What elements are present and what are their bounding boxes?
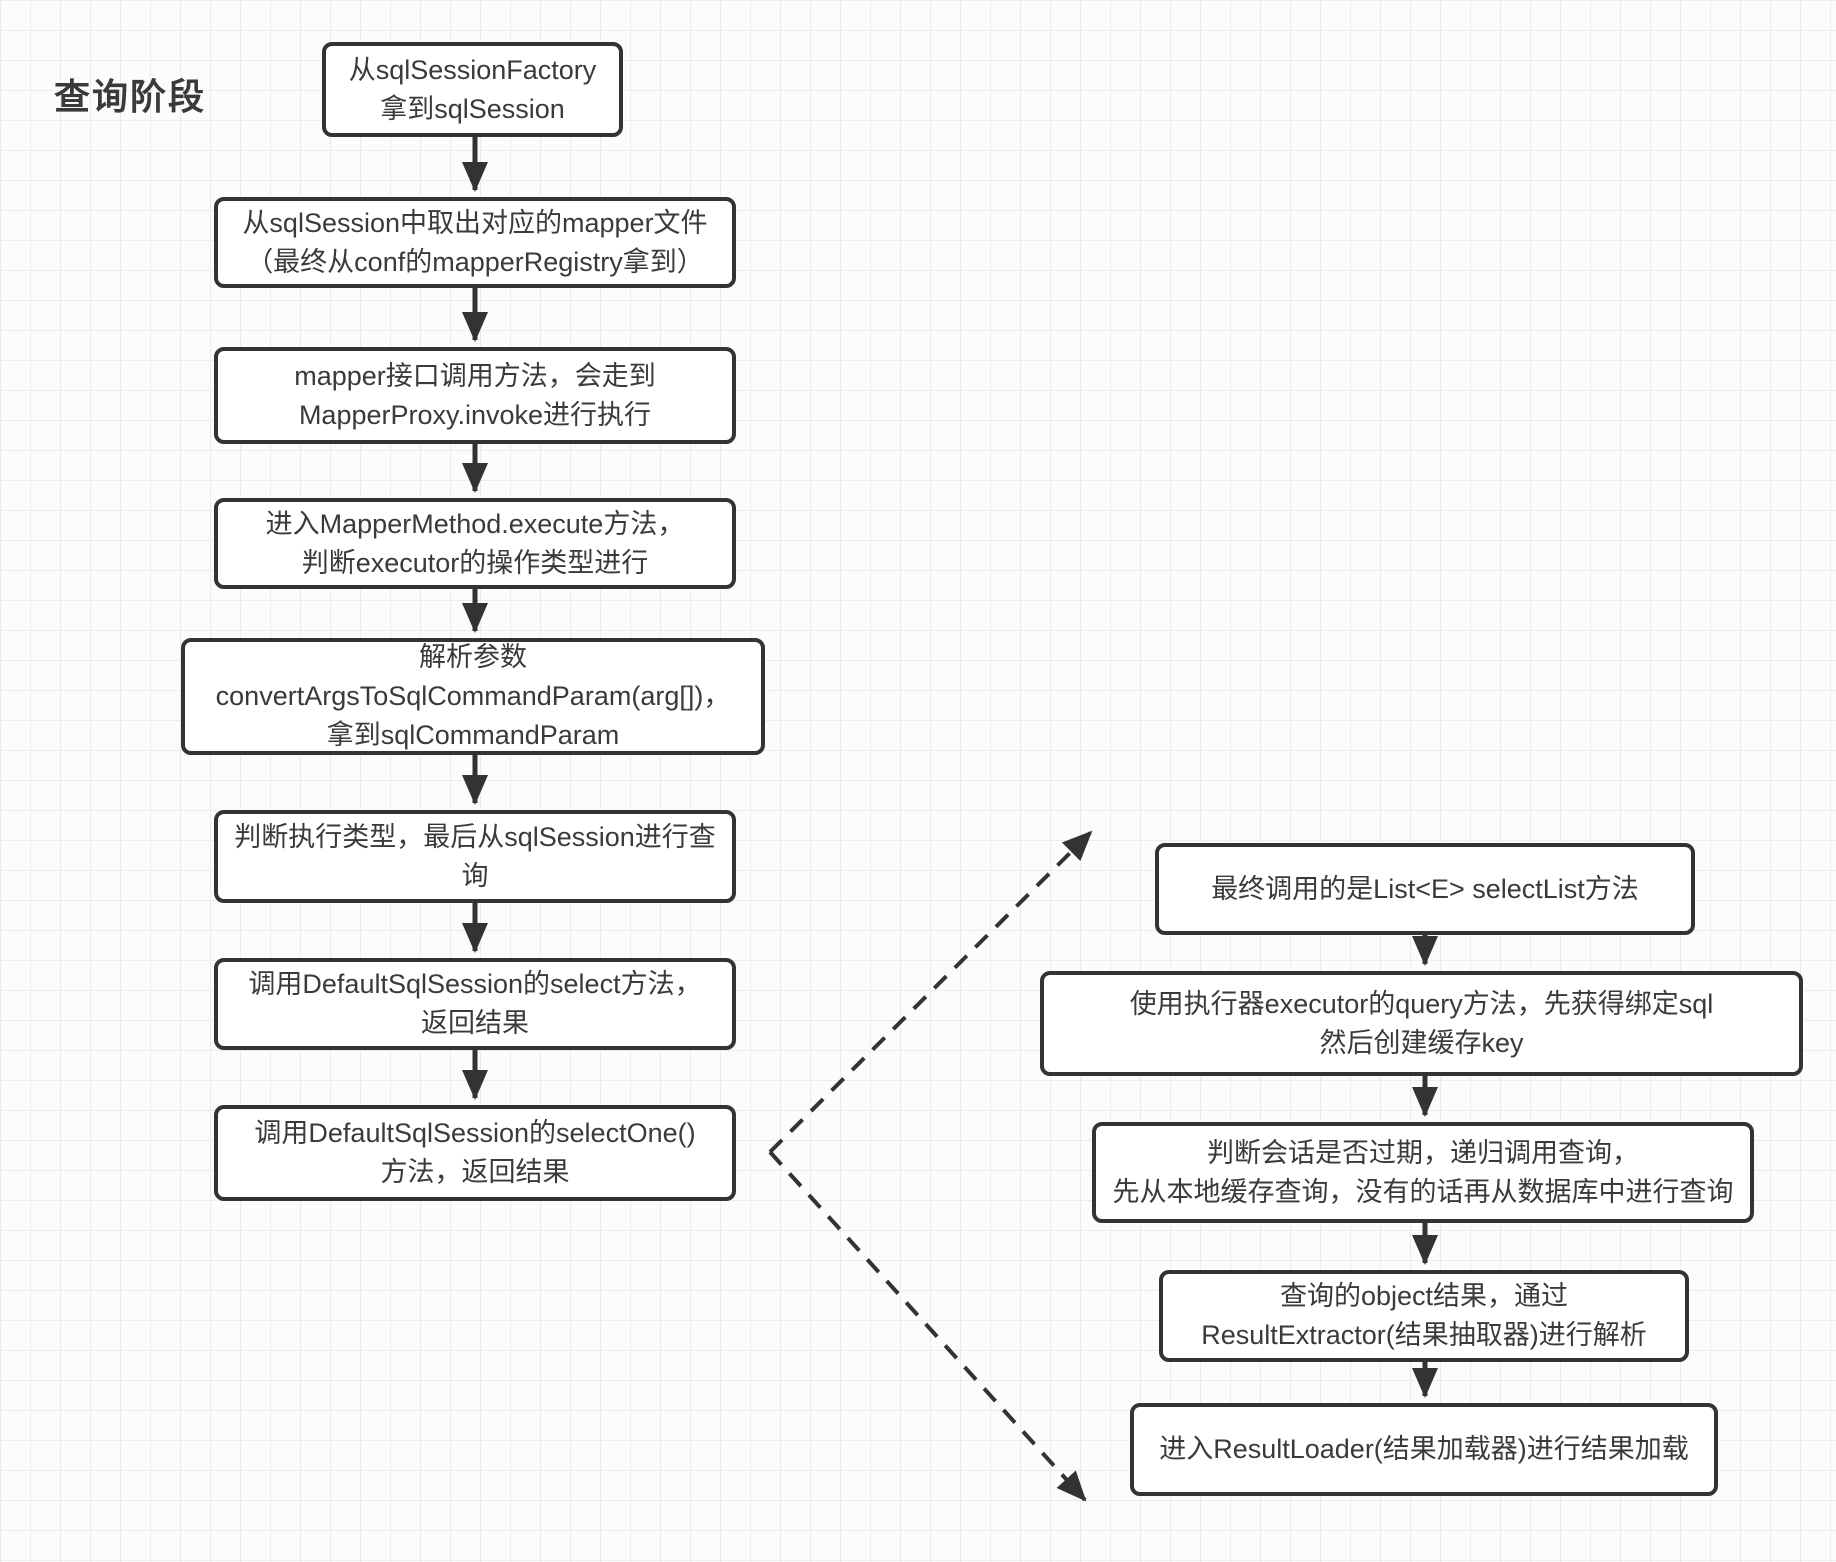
- flow-node-result-loader: 进入ResultLoader(结果加载器)进行结果加载: [1130, 1403, 1718, 1496]
- node-line: 从sqlSessionFactory: [348, 54, 597, 85]
- node-line: 使用执行器executor的query方法，先获得绑定sql: [1129, 988, 1714, 1019]
- node-line: mapper接口调用方法，会走到: [294, 360, 656, 391]
- dashed-arrow-selectone-to-result-loader: [768, 1150, 1087, 1502]
- node-line: 判断执行类型，最后从sqlSession进行查: [234, 821, 716, 852]
- node-line: 判断executor的操作类型进行: [301, 547, 649, 578]
- node-line: ResultExtractor(结果抽取器)进行解析: [1201, 1320, 1647, 1350]
- node-line: 先从本地缓存查询，没有的话再从数据库中进行查询: [1112, 1176, 1734, 1207]
- node-line: 调用DefaultSqlSession的select方法，: [248, 969, 702, 999]
- node-line: 解析参数: [419, 642, 527, 672]
- node-line: 询: [461, 860, 489, 891]
- node-line: 拿到sqlSession: [380, 93, 565, 124]
- node-line: 拿到sqlCommandParam: [326, 720, 620, 750]
- flow-node-judge-exec-type: 判断执行类型，最后从sqlSession进行查 询: [214, 810, 736, 903]
- flow-node-mapper-proxy-invoke: mapper接口调用方法，会走到 MapperProxy.invoke进行执行: [214, 347, 736, 444]
- stage-title: 查询阶段: [54, 76, 207, 117]
- flow-node-parse-params: 解析参数 convertArgsToSqlCommandParam(arg[])…: [181, 638, 765, 755]
- flow-node-session-cache-check: 判断会话是否过期，递归调用查询， 先从本地缓存查询，没有的话再从数据库中进行查询: [1092, 1122, 1754, 1223]
- node-line: 调用DefaultSqlSession的selectOne(): [254, 1118, 696, 1148]
- flow-node-get-sqlsession: 从sqlSessionFactory 拿到sqlSession: [322, 42, 623, 137]
- node-line: 然后创建缓存key: [1319, 1027, 1524, 1058]
- flow-node-selectlist: 最终调用的是List<E> selectList方法: [1155, 843, 1695, 935]
- node-line: convertArgsToSqlCommandParam(arg[])，: [215, 681, 731, 711]
- flow-node-mapper-method-execute: 进入MapperMethod.execute方法， 判断executor的操作类…: [214, 498, 736, 589]
- node-line: 进入ResultLoader(结果加载器)进行结果加载: [1159, 1434, 1689, 1464]
- flow-node-default-select: 调用DefaultSqlSession的select方法， 返回结果: [214, 958, 736, 1050]
- node-line: 返回结果: [421, 1008, 529, 1038]
- flow-node-result-extractor: 查询的object结果，通过 ResultExtractor(结果抽取器)进行解…: [1159, 1270, 1689, 1362]
- flow-node-default-selectone: 调用DefaultSqlSession的selectOne() 方法，返回结果: [214, 1105, 736, 1201]
- node-line: 进入MapperMethod.execute方法，: [265, 508, 685, 539]
- flow-node-get-mapper: 从sqlSession中取出对应的mapper文件 （最终从conf的mappe…: [214, 197, 736, 288]
- node-line: 判断会话是否过期，递归调用查询，: [1207, 1137, 1639, 1168]
- flow-node-executor-query: 使用执行器executor的query方法，先获得绑定sql 然后创建缓存key: [1040, 971, 1803, 1076]
- node-line: 方法，返回结果: [380, 1157, 570, 1187]
- node-line: （最终从conf的mapperRegistry拿到）: [246, 246, 704, 277]
- node-line: 从sqlSession中取出对应的mapper文件: [242, 207, 708, 238]
- node-line: MapperProxy.invoke进行执行: [298, 399, 652, 430]
- node-line: 最终调用的是List<E> selectList方法: [1211, 873, 1639, 904]
- node-line: 查询的object结果，通过: [1279, 1281, 1569, 1311]
